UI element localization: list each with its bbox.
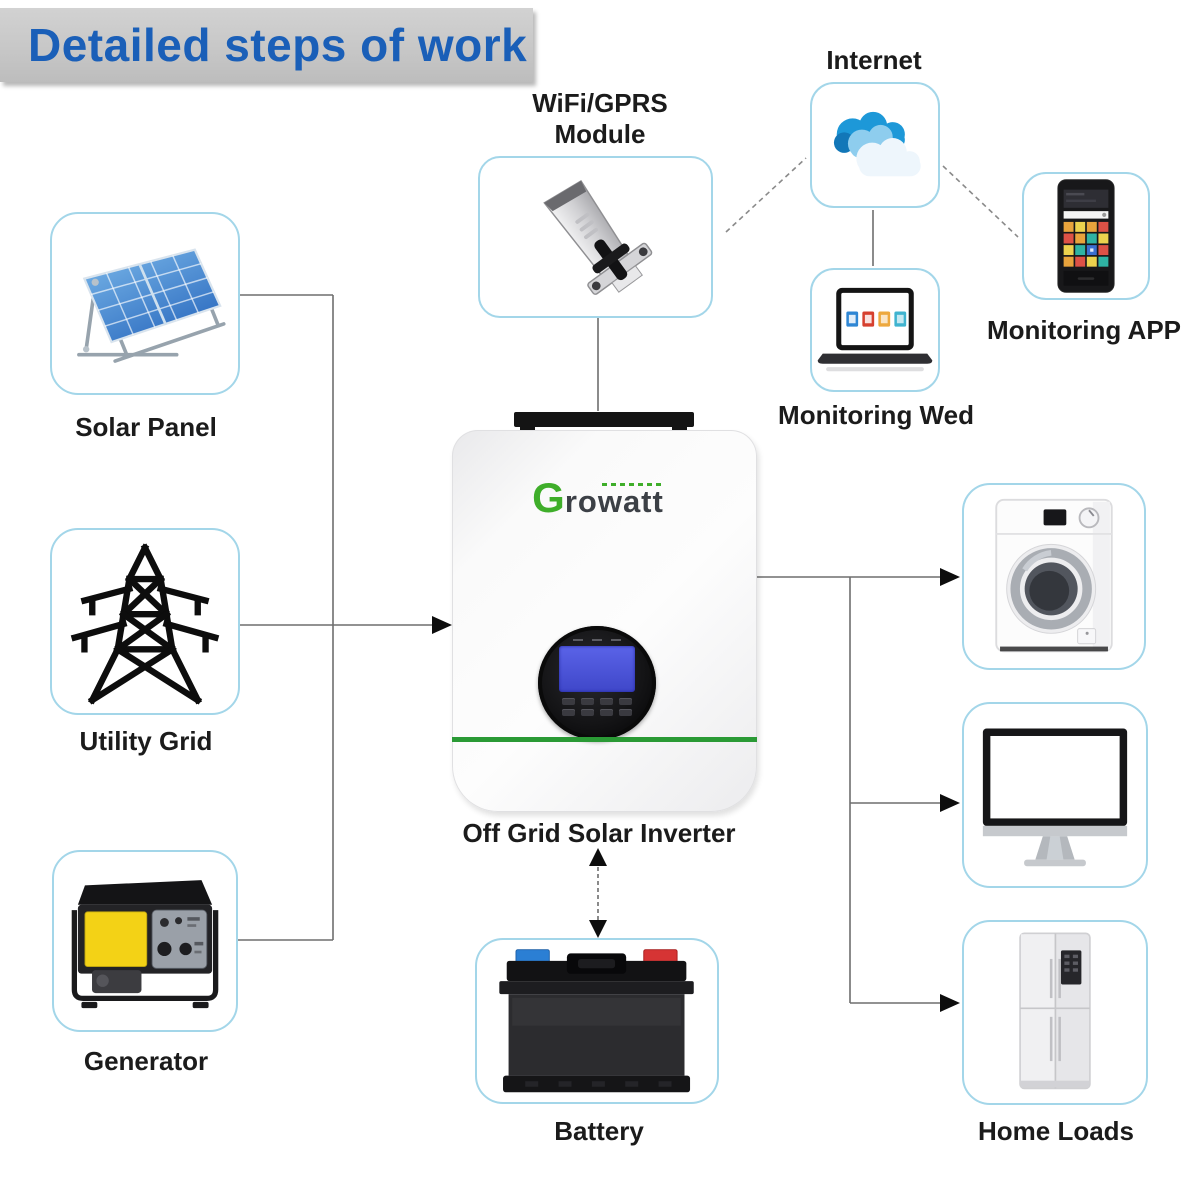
growatt-logo-rest: rowatt	[564, 484, 664, 519]
page-title: Detailed steps of work	[28, 19, 528, 71]
inverter-buttons[interactable]	[562, 698, 632, 716]
solar-panel-box	[50, 212, 240, 395]
internet-box	[810, 82, 940, 208]
cloud-icon	[833, 111, 921, 177]
solar-panel-icon	[77, 247, 226, 363]
inverter-display-panel	[538, 626, 656, 740]
monitor-box	[962, 702, 1148, 888]
generator-box	[52, 850, 238, 1032]
monitoring-app-box	[1022, 172, 1150, 300]
washing-machine-box	[962, 483, 1146, 670]
wifi-gprs-module-icon	[542, 179, 652, 295]
refrigerator-box	[962, 920, 1148, 1105]
inverter-label: Off Grid Solar Inverter	[462, 818, 736, 848]
wifi-module-label: WiFi/GPRS Module	[532, 88, 668, 149]
battery-label: Battery	[554, 1116, 644, 1146]
arrowhead-into-inverter	[432, 616, 452, 634]
growatt-logo-dots	[602, 483, 664, 486]
monitoring-app-label: Monitoring APP	[986, 315, 1182, 345]
refrigerator-icon	[1019, 932, 1091, 1089]
arrowhead-battery-down	[589, 920, 607, 938]
smartphone-icon	[1057, 179, 1115, 293]
utility-grid-box	[50, 528, 240, 715]
internet-label: Internet	[826, 45, 922, 75]
monitoring-web-label: Monitoring Wed	[778, 400, 974, 430]
display-status-ticks	[573, 639, 621, 641]
home-loads-label: Home Loads	[977, 1116, 1135, 1146]
battery-box	[475, 938, 719, 1104]
generator-icon	[71, 880, 219, 1009]
battery-icon	[499, 949, 694, 1093]
monitoring-web-box	[810, 268, 940, 392]
connector-cloud-to-phone-dashed	[942, 165, 1019, 238]
arrowhead-into-monitor	[940, 794, 960, 812]
growatt-logo: Growatt	[498, 477, 698, 528]
arrowhead-into-washer	[940, 568, 960, 586]
connector-module-to-cloud-dashed	[725, 157, 807, 233]
inverter-lcd-screen	[559, 646, 635, 692]
inverter-mounting-bracket	[514, 412, 694, 427]
arrowhead-battery-up	[589, 848, 607, 866]
laptop-icon	[817, 287, 933, 372]
monitor-icon	[982, 728, 1128, 867]
generator-label: Generator	[83, 1046, 209, 1076]
wifi-module-box	[478, 156, 713, 318]
utility-grid-label: Utility Grid	[79, 726, 213, 756]
title-banner: Detailed steps of work	[0, 8, 533, 82]
inverter-body	[452, 430, 757, 812]
solar-panel-label: Solar Panel	[75, 412, 217, 442]
washing-machine-icon	[995, 498, 1113, 652]
arrowhead-into-fridge	[940, 994, 960, 1012]
inverter-green-stripe	[452, 737, 757, 742]
transmission-tower-icon	[70, 543, 220, 705]
growatt-logo-g: G	[532, 474, 565, 521]
